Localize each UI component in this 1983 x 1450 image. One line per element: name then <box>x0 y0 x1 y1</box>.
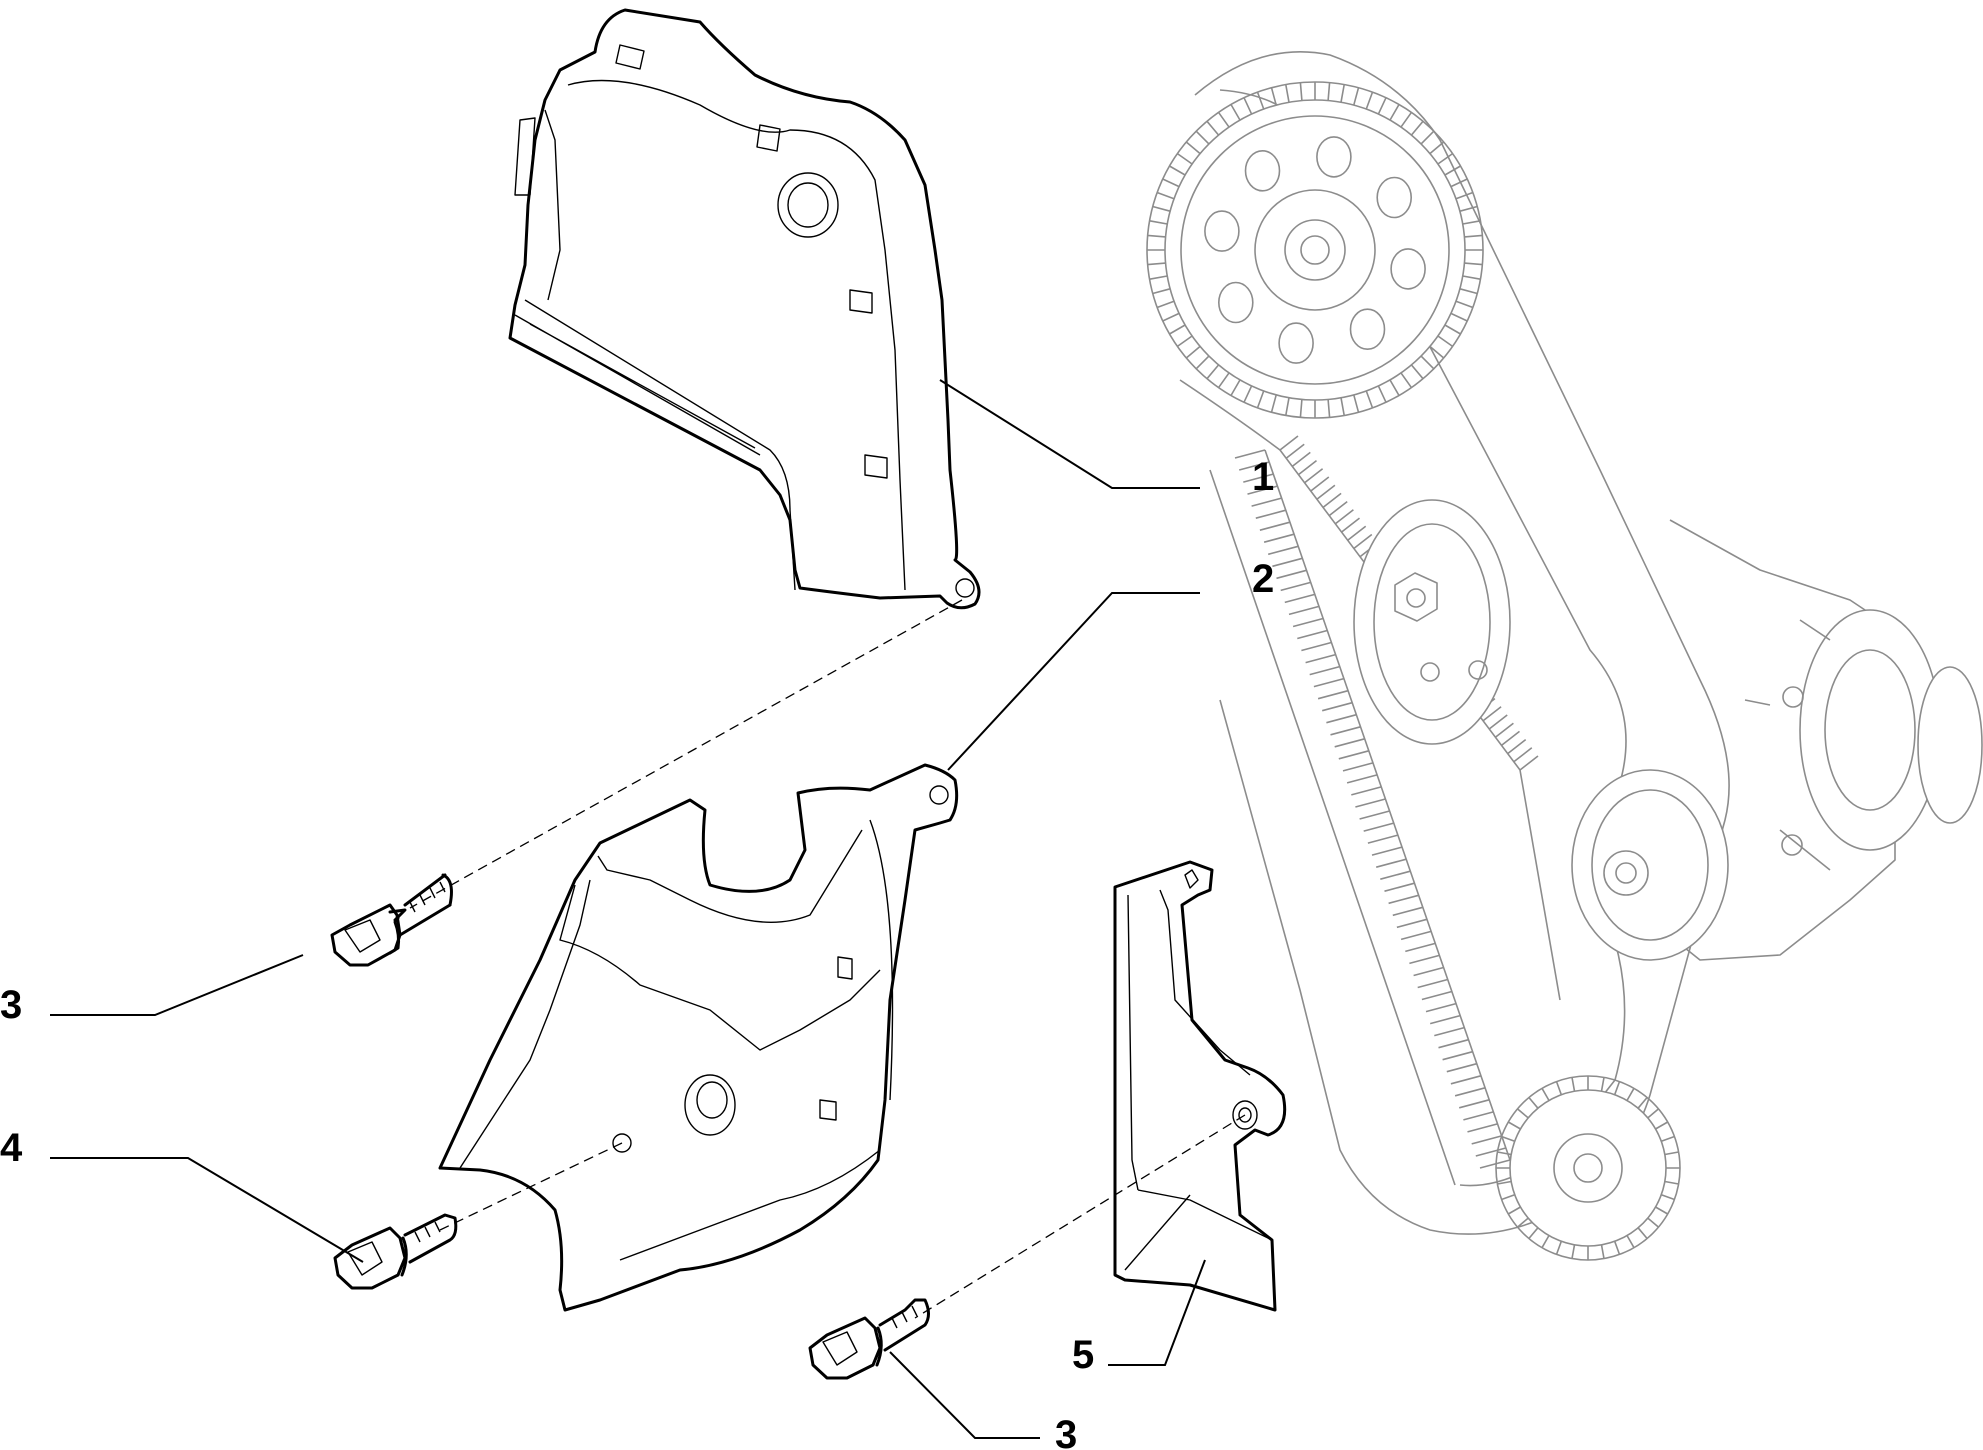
callout-1: 1 <box>1252 455 1274 499</box>
sprocket-hole <box>1244 150 1281 192</box>
callout-2: 2 <box>1252 557 1274 601</box>
assembly-lines <box>409 599 1246 1319</box>
sprocket-hole <box>1349 308 1386 351</box>
part-5-cover-plate <box>1113 860 1287 1312</box>
engine-housing <box>1649 519 1983 961</box>
callout-3-bottom: 3 <box>1055 1413 1077 1450</box>
bolt-3-lower <box>808 1298 930 1380</box>
timing-belt-assembly <box>1146 51 1983 1261</box>
callout-4: 4 <box>0 1126 23 1170</box>
callout-labels: 1 2 3 4 3 5 <box>0 455 1274 1450</box>
callout-3-left: 3 <box>0 983 22 1027</box>
crankshaft-sprocket <box>1495 1075 1681 1261</box>
sprocket-hole <box>1204 210 1240 252</box>
sprocket-hole <box>1376 176 1412 219</box>
camshaft-sprocket <box>1146 81 1484 419</box>
sprocket-hole <box>1316 136 1352 178</box>
part-1-upper-timing-cover <box>508 8 981 610</box>
sprocket-hole <box>1218 281 1254 324</box>
leader-lines <box>50 379 1206 1439</box>
bolt-3-upper <box>330 873 453 967</box>
sprocket-hole <box>1278 322 1314 364</box>
idler-pulley <box>1571 769 1729 961</box>
tensioner-pulley <box>1353 499 1511 745</box>
callout-5: 5 <box>1072 1333 1094 1377</box>
belt-guide-plate <box>1194 51 1730 1235</box>
bolt-4 <box>333 1213 458 1290</box>
part-2-lower-timing-cover <box>438 763 959 1312</box>
sprocket-hole <box>1390 248 1426 290</box>
